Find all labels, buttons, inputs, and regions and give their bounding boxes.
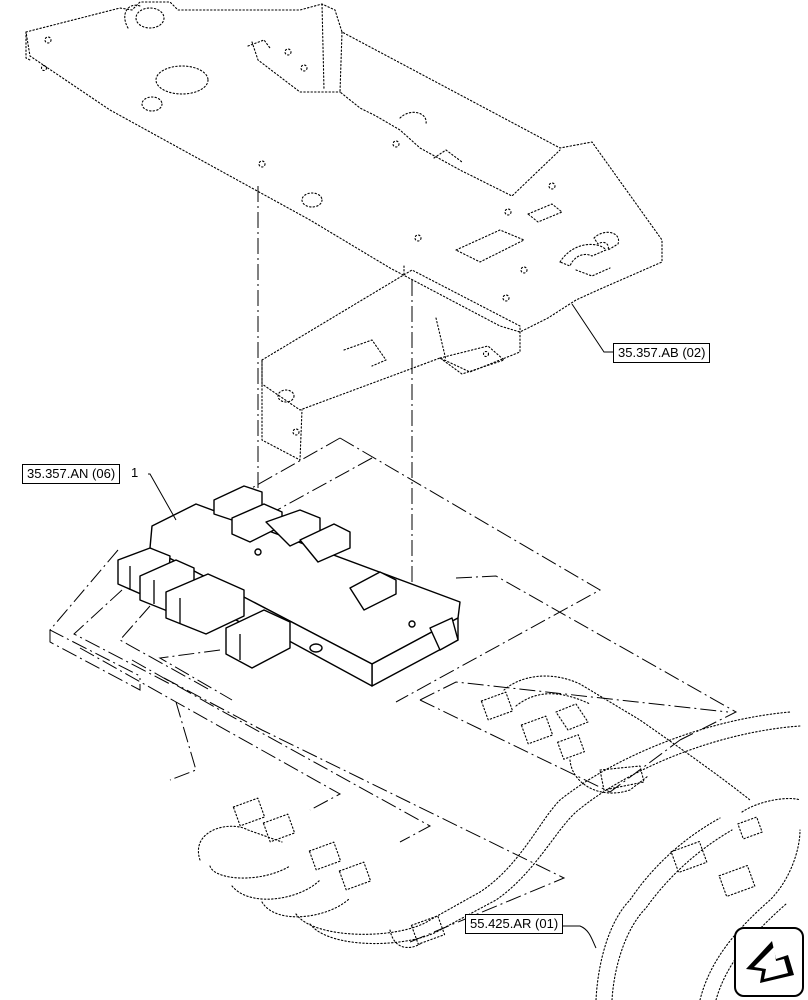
valve-reference-link[interactable]: 35.357.AN (06): [22, 464, 121, 484]
navigation-button[interactable]: [734, 927, 804, 997]
connector-group-upper: [480, 691, 585, 760]
connector-group-left: [232, 797, 446, 945]
leader-lines: [148, 303, 614, 949]
wiring-harness: [197, 675, 801, 1000]
alignment-lines: [257, 186, 413, 624]
phantom-outlines: [49, 437, 738, 943]
chassis-reference-link[interactable]: 35.357.AB (02): [613, 343, 711, 363]
connector-group-right: [670, 816, 763, 898]
valve-block: [117, 485, 461, 687]
item-number-label: 1: [131, 465, 139, 480]
chassis-frame: [25, 1, 663, 461]
harness-reference-link[interactable]: 55.425.AR (01): [465, 914, 564, 934]
arrow-icon: [746, 941, 794, 983]
